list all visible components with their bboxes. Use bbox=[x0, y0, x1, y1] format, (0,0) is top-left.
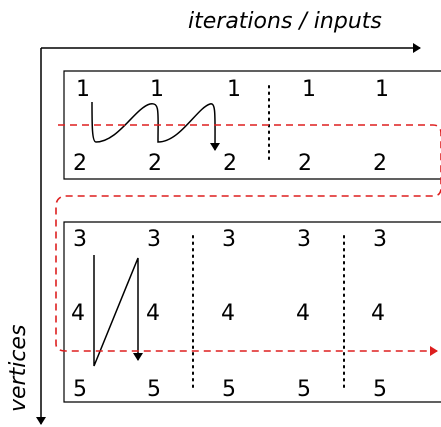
bottom-block-frame bbox=[63, 221, 441, 403]
top-row1-col2: 1 bbox=[150, 77, 164, 102]
top-row1-col4: 1 bbox=[302, 77, 316, 102]
bottom-row4-col2: 4 bbox=[146, 301, 160, 326]
bottom-row5-col3: 5 bbox=[222, 377, 236, 402]
bottom-row3-col3: 3 bbox=[222, 227, 236, 252]
bottom-row5-col4: 5 bbox=[297, 377, 311, 402]
top-row2-col2: 2 bbox=[148, 151, 162, 176]
bottom-row4-col3: 4 bbox=[221, 301, 235, 326]
bottom-row4-col5: 4 bbox=[371, 301, 385, 326]
horizontal-axis-label: iterations / inputs bbox=[188, 9, 382, 34]
bottom-row4-col1: 4 bbox=[71, 301, 85, 326]
top-traversal-path bbox=[91, 101, 221, 151]
processing-order-path bbox=[55, 124, 441, 356]
bottom-row3-col2: 3 bbox=[147, 227, 161, 252]
bottom-row3-col1: 3 bbox=[73, 227, 87, 252]
bottom-traversal-path bbox=[93, 255, 143, 367]
top-row1-col5: 1 bbox=[375, 77, 389, 102]
bottom-row4-col4: 4 bbox=[296, 301, 310, 326]
bottom-row5-col2: 5 bbox=[147, 377, 161, 402]
bottom-row5-col1: 5 bbox=[73, 377, 87, 402]
top-row2-col3: 2 bbox=[223, 151, 237, 176]
vertical-axis-label: vertices bbox=[6, 325, 31, 412]
top-row1-col1: 1 bbox=[76, 77, 90, 102]
top-row2-col4: 2 bbox=[298, 151, 312, 176]
top-row1-col3: 1 bbox=[227, 77, 241, 102]
top-row2-col1: 2 bbox=[73, 151, 87, 176]
bottom-row5-col5: 5 bbox=[373, 377, 387, 402]
top-row2-col5: 2 bbox=[373, 151, 387, 176]
bottom-row3-col5: 3 bbox=[373, 227, 387, 252]
bottom-row3-col4: 3 bbox=[297, 227, 311, 252]
